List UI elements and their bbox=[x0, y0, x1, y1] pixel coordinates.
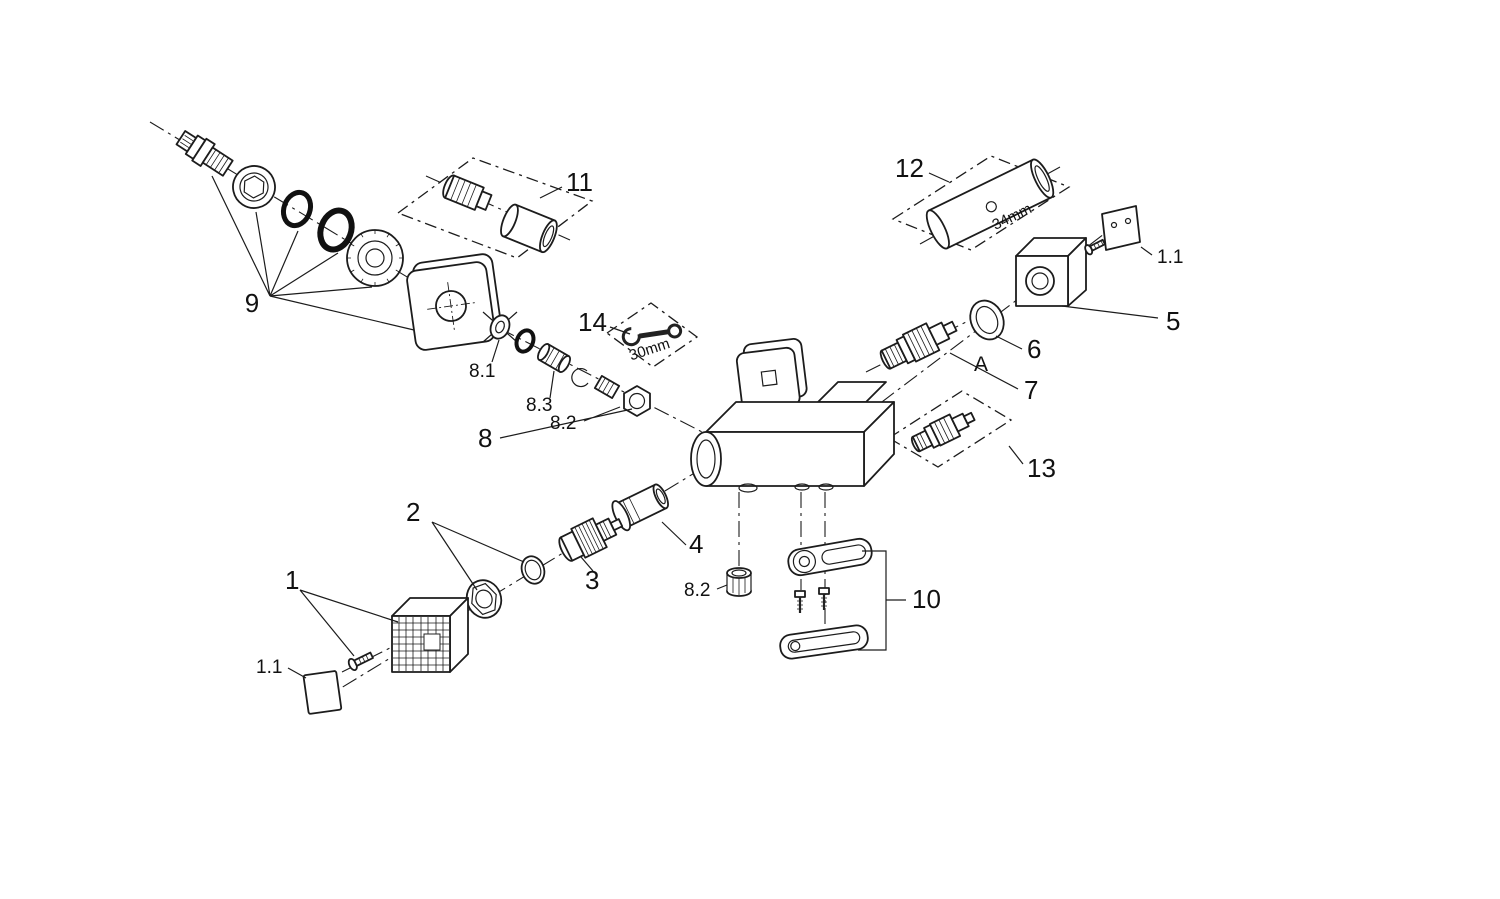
leader-2 bbox=[431, 521, 525, 591]
label-8-2-upper: 8.2 bbox=[550, 413, 576, 434]
part-9-nipple bbox=[175, 130, 234, 177]
kit-11-small-cylinder bbox=[442, 174, 493, 211]
part-8-circlip bbox=[571, 367, 589, 388]
wall-escutcheon bbox=[735, 338, 808, 412]
part-9-oring-small bbox=[280, 189, 314, 229]
label-1-1-top: 1.1 bbox=[1157, 247, 1183, 268]
leader-8-2-lower bbox=[716, 584, 728, 590]
leader-1 bbox=[299, 589, 399, 657]
part-7-cartridge bbox=[879, 320, 958, 370]
label-5: 5 bbox=[1166, 306, 1180, 336]
part-2-ring bbox=[520, 555, 546, 585]
part-8-threaded-stub bbox=[593, 375, 621, 399]
kit-13-cartridge bbox=[910, 411, 976, 453]
part-10-bracket-top bbox=[787, 537, 873, 577]
label-1: 1 bbox=[285, 565, 299, 595]
label-7: 7 bbox=[1024, 375, 1038, 405]
label-8: 8 bbox=[478, 423, 492, 453]
part-9-knurled-nut bbox=[346, 229, 404, 287]
part-1-1-plate-bottom bbox=[302, 670, 343, 715]
label-8-2-lower: 8.2 bbox=[684, 580, 710, 601]
kit-12-tube bbox=[925, 158, 1055, 250]
mixer-body bbox=[690, 381, 895, 493]
part-4-sleeve bbox=[611, 483, 669, 532]
part-3-thermostat-cartridge bbox=[558, 517, 624, 562]
part-8-2-nut bbox=[623, 385, 651, 417]
part-8-oring bbox=[514, 328, 536, 354]
leader-11 bbox=[539, 186, 563, 199]
part-10-screw-right bbox=[818, 587, 830, 610]
part-6-ring bbox=[969, 299, 1005, 341]
label-14: 14 bbox=[578, 307, 607, 337]
leader-7 bbox=[949, 352, 1019, 390]
part-1-1-plate-top bbox=[1101, 205, 1141, 251]
part-10-bracket-bottom bbox=[779, 624, 869, 660]
part-10-screw-left bbox=[794, 590, 806, 613]
label-3: 3 bbox=[585, 565, 599, 595]
leader-1-1-bottom bbox=[287, 667, 307, 679]
part-1-screw bbox=[347, 651, 374, 672]
part-9-oring-large bbox=[317, 207, 355, 253]
part-8-1-seal-washer bbox=[482, 311, 518, 343]
label-6: 6 bbox=[1027, 334, 1041, 364]
leader-13 bbox=[1008, 445, 1024, 465]
part-1-cube-handle bbox=[391, 597, 469, 673]
kit-box-13 bbox=[887, 390, 1013, 468]
wrench-size-annotation: 30mm bbox=[627, 335, 672, 364]
label-8-3: 8.3 bbox=[526, 395, 552, 416]
kit-box-11 bbox=[396, 157, 594, 259]
kit-11-large-cylinder bbox=[500, 203, 558, 254]
leader-8-group bbox=[491, 339, 633, 439]
part-5-screw bbox=[1084, 238, 1106, 256]
label-8-1: 8.1 bbox=[469, 361, 495, 382]
leader-9 bbox=[211, 175, 415, 331]
part-8-3-sleeve bbox=[537, 343, 571, 373]
leader-12 bbox=[928, 172, 950, 183]
leader-3 bbox=[580, 556, 594, 572]
label-10: 10 bbox=[912, 584, 941, 614]
leader-lines bbox=[211, 172, 1159, 679]
part-8-2-aerator bbox=[726, 567, 752, 597]
label-9: 9 bbox=[245, 288, 259, 318]
kit-box-14 bbox=[605, 302, 699, 368]
leader-5 bbox=[1061, 246, 1159, 319]
part-5-cube-housing bbox=[1015, 237, 1087, 307]
part-labels: 9 11 14 8.1 8.3 8.2 8 12 1.1 5 6 A 7 13 … bbox=[245, 153, 1184, 678]
leader-14 bbox=[609, 326, 631, 335]
label-4: 4 bbox=[689, 529, 703, 559]
leader-6 bbox=[995, 335, 1023, 350]
part-9-escutcheon-plate bbox=[406, 253, 502, 351]
leader-10 bbox=[858, 550, 906, 651]
leader-4 bbox=[661, 521, 687, 546]
kit-boxes bbox=[396, 155, 1071, 468]
label-12: 12 bbox=[895, 153, 924, 183]
label-11: 11 bbox=[566, 167, 593, 197]
label-13: 13 bbox=[1027, 453, 1056, 483]
label-1-1-bottom: 1.1 bbox=[256, 657, 282, 678]
label-A: A bbox=[974, 353, 988, 376]
label-2: 2 bbox=[406, 497, 420, 527]
part-9-bushing bbox=[232, 165, 276, 209]
